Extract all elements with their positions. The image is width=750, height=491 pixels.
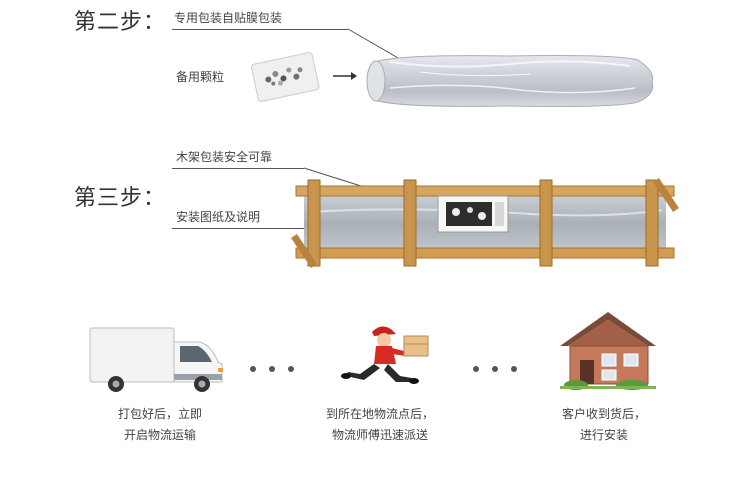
house-caption-line1: 客户收到货后， (561, 407, 646, 421)
step3-wood-frame-label: 木架包装安全可靠 (176, 150, 273, 164)
step2-spare-parts-label: 备用颗粒 (176, 70, 225, 84)
house-image (560, 312, 656, 390)
step3-manual-label: 安装图纸及说明 (176, 210, 261, 224)
progress-dot (511, 366, 517, 372)
truck-caption-line1: 打包好后，立即 (117, 407, 202, 421)
wooden-crate-image (291, 178, 679, 268)
house-caption: 客户收到货后， 进行安装 (504, 404, 704, 446)
step3-title: 第三步： (74, 186, 167, 211)
step3-wood-frame-underline (172, 168, 304, 169)
spare-parts-bag-image (250, 52, 320, 102)
courier-caption-line2: 物流师傅迅速派送 (331, 428, 428, 442)
truck-caption: 打包好后，立即 开启物流运输 (60, 404, 260, 446)
delivery-courier-image (341, 326, 429, 384)
step2-packaging-underline (172, 29, 348, 30)
progress-dot (250, 366, 256, 372)
step2-packaging-label: 专用包装自贴膜包装 (174, 11, 283, 25)
arrow-right-icon (333, 72, 357, 80)
progress-dot (473, 366, 479, 372)
delivery-truck-image (89, 327, 223, 392)
progress-dot (288, 366, 294, 372)
progress-dot (269, 366, 275, 372)
courier-caption-line1: 到所在地物流点后， (325, 407, 434, 421)
wrapped-roll-image (366, 55, 654, 107)
progress-dot (492, 366, 498, 372)
step2-title: 第二步： (74, 10, 167, 35)
courier-caption: 到所在地物流点后， 物流师傅迅速派送 (280, 404, 480, 446)
truck-caption-line2: 开启物流运输 (123, 428, 196, 442)
house-caption-line2: 进行安装 (579, 428, 628, 442)
